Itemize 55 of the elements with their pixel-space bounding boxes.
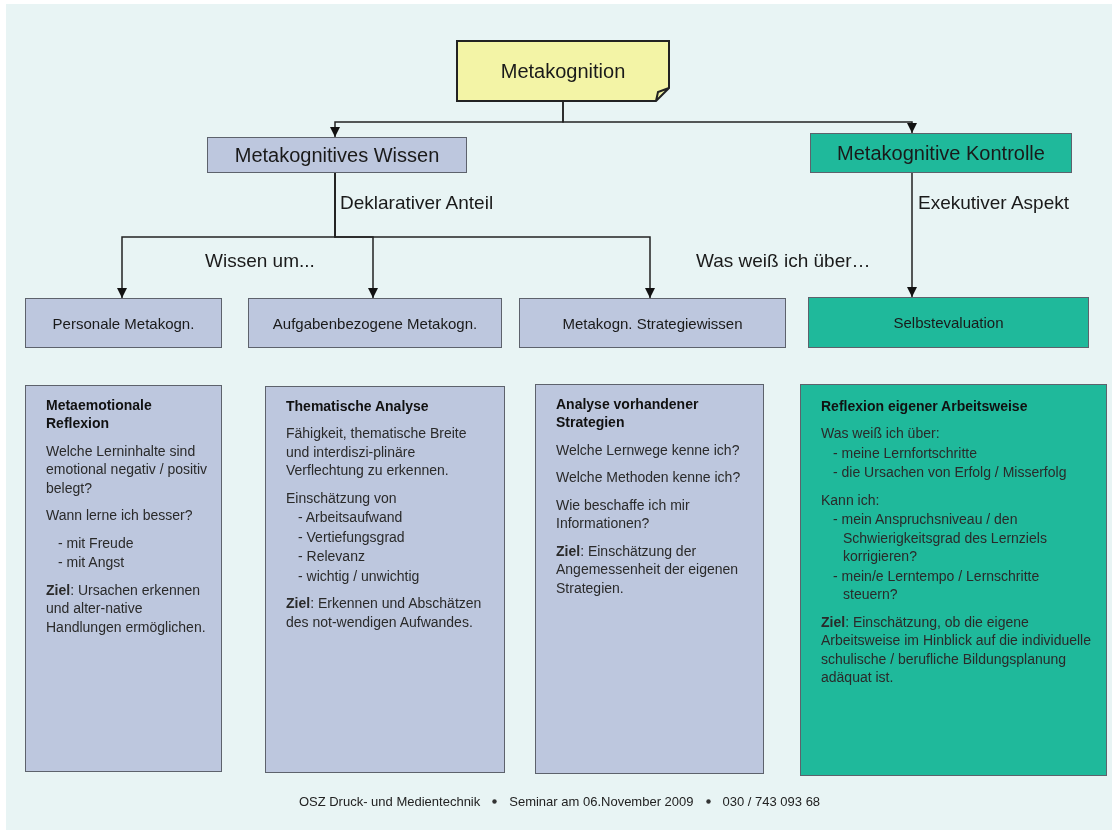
node-label: Metakognitive Kontrolle [837,141,1045,165]
panel-text: Welche Lerninhalte sind emotional negativ / positiv belegt? [46,441,209,498]
panel-text: Wann lerne ich besser? [46,506,194,525]
connector-arrow [334,172,656,299]
panel-text: - mein/e Lerntempo / Lernschritte steuern? [832,566,1041,604]
footer-text: OSZ Druck- und Medientechnik [298,794,481,809]
node-label: Personale Metakogn. [52,314,195,332]
panel-text: - die Ursachen von Erfolg / Misserfolg [832,463,1068,482]
detail-panel [535,384,764,774]
note-box [456,40,670,102]
connector-arrow [562,101,918,134]
panel-text: Ziel: Ursachen erkennen und alter-native Handlungen ermöglichen. [46,580,207,637]
detail-panel [265,386,505,773]
panel-text: Ziel: Einschätzung, ob die eigene Arbeitsweise im Hinblick auf die individuelle schulische / berufliche Bildungsplanung adäquat ist. [821,612,1092,687]
node-label: Metakognitives Wissen [234,143,440,167]
node-label: Metakognition [500,59,626,83]
footer-text: 030 / 743 093 68 [722,794,821,809]
branch-label: Exekutiver Aspekt [918,192,1070,214]
panel-text: Wie beschaffe ich mir Informationen? [556,495,691,533]
node-label: Metakogn. Strategiewissen [562,314,743,332]
detail-panel [800,384,1107,776]
category-box [808,297,1089,348]
panel-text: - wichtig / unwichtig [297,566,421,586]
category-box [25,298,222,348]
panel-heading: Metaemotionale Reflexion [46,396,153,433]
panel-text: - mein Anspruchsniveau / den Schwierigkeitsgrad des Lernziels korrigieren? [832,510,1048,566]
branch-label: Wissen um... [205,250,315,272]
branch-label: Was weiß ich über… [696,250,871,272]
category-box [248,298,502,348]
panel-text: - Vertiefungsgrad [297,527,406,547]
panel-text: - meine Lernfortschritte [832,443,978,463]
panel-text: Was weiß ich über: [821,424,941,443]
category-box [519,298,786,348]
footer-text: Seminar am 06.November 2009 [509,794,694,809]
category-box [207,137,467,173]
panel-heading: Analyse vorhandener Strategien [556,395,700,432]
panel-text: - mit Angst [57,553,126,572]
panel-text: - mit Freude [57,533,135,553]
panel-text: Ziel: Einschätzung der Angemessenheit der eigenen Strategien. [556,541,740,598]
panel-text: Kann ich: [821,490,881,510]
panel-text: - Relevanz [297,547,366,566]
detail-panel [25,385,222,772]
panel-text: Einschätzung von [286,488,398,508]
category-box [810,133,1072,173]
panel-text: - Arbeitsaufwand [297,508,404,527]
panel-text: Welche Lernwege kenne ich? [556,440,741,460]
panel-text: Ziel: Erkennen und Abschätzen des not-wendigen Aufwandes. [286,594,483,632]
branch-label: Deklarativer Anteil [340,192,494,214]
panel-heading: Thematische Analyse [286,397,430,416]
panel-text: Fähigkeit, thematische Breite und interdiszi-plinäre Verflechtung zu erkennen. [286,424,468,480]
node-label: Selbstevaluation [893,314,1004,331]
connector-arrow [906,172,918,298]
panel-heading: Reflexion eigener Arbeitsweise [821,397,1029,416]
node-label: Aufgabenbezogene Metakogn. [272,314,478,332]
panel-text: Welche Methoden kenne ich? [556,468,742,487]
